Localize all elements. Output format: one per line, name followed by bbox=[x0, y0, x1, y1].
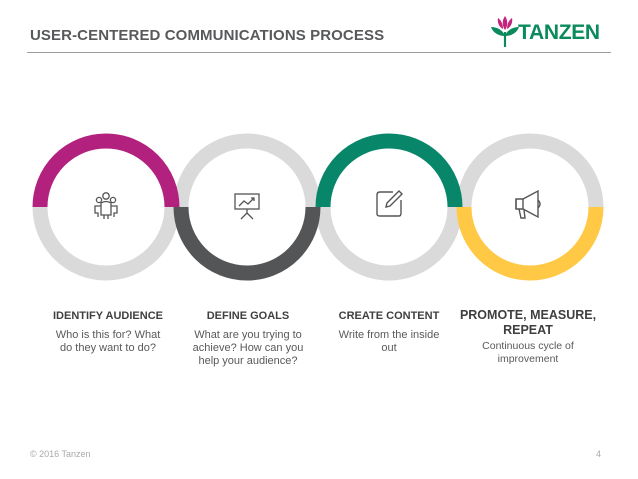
step-description: What are you trying to achieve? How can … bbox=[192, 329, 304, 367]
step-title: IDENTIFY AUDIENCE bbox=[52, 310, 163, 322]
ring-4-highlight-half bbox=[456, 206, 604, 281]
megaphone-icon bbox=[515, 189, 541, 219]
sprout-logo-icon bbox=[491, 16, 519, 47]
step-title: PROMOTE, MEASURE, REPEAT bbox=[459, 308, 597, 337]
step-title: DEFINE GOALS bbox=[206, 310, 290, 322]
step-define-goals: DEFINE GOALS What are you trying to achi… bbox=[178, 309, 318, 368]
ring-2-highlight-half bbox=[173, 206, 321, 281]
tanzen-logo bbox=[491, 16, 519, 47]
step-promote-measure-repeat: PROMOTE, MEASURE, REPEAT Continuous cycl… bbox=[458, 308, 598, 366]
ring-1-gray-half bbox=[32, 206, 180, 281]
step-create-content: CREATE CONTENT Write from the inside out bbox=[319, 309, 459, 355]
ring-1-highlight-half bbox=[32, 133, 180, 208]
audience-icon bbox=[94, 192, 118, 219]
ring-2-gray-half bbox=[173, 133, 321, 208]
logo-wordmark: TANZEN bbox=[518, 21, 600, 44]
ring-4-gray-half bbox=[456, 133, 604, 208]
page-title: USER-CENTERED COMMUNICATIONS PROCESS bbox=[30, 27, 385, 44]
step-description: Who is this for? What do they want to do… bbox=[55, 329, 161, 354]
step-title: CREATE CONTENT bbox=[338, 310, 440, 322]
copyright: © 2016 Tanzen bbox=[30, 449, 91, 459]
step-description: Continuous cycle of improvement bbox=[482, 340, 574, 365]
step-identify-audience: IDENTIFY AUDIENCE Who is this for? What … bbox=[38, 309, 178, 355]
edit-icon bbox=[376, 190, 403, 217]
presentation-chart-icon bbox=[234, 193, 260, 220]
page-number: 4 bbox=[596, 449, 602, 459]
header-divider bbox=[27, 52, 611, 53]
ring-3-gray-half bbox=[315, 206, 463, 281]
step-description: Write from the inside out bbox=[338, 329, 440, 354]
ring-3-highlight-half bbox=[315, 133, 463, 208]
